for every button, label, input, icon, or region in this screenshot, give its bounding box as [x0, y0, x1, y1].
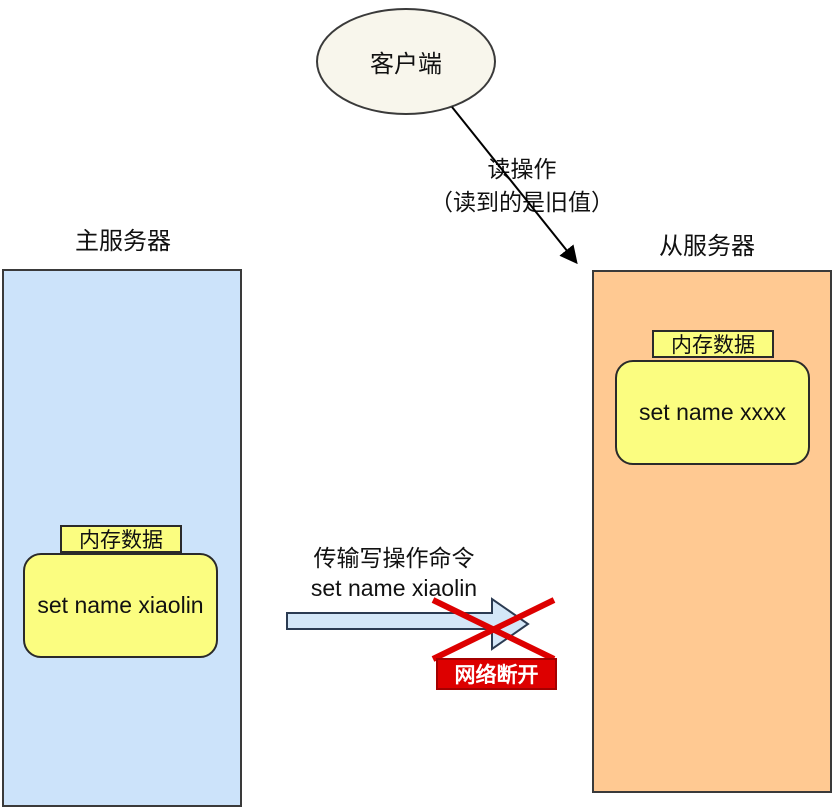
client-label: 客户端: [370, 51, 442, 78]
network-error-label: 网络断开: [454, 664, 539, 687]
transfer-block-arrow: [286, 597, 530, 651]
master-memory-label: 内存数据: [60, 525, 182, 553]
network-cross-line-1: [431, 597, 556, 662]
transfer-command-label: 传输写操作命令 set name xiaolin: [294, 543, 494, 603]
slave-server-title: 从服务器: [659, 233, 755, 260]
master-server-title: 主服务器: [75, 228, 171, 255]
read-operation-label: 读操作 （读到的是旧值）: [427, 153, 617, 219]
network-cross-line-2: [431, 597, 556, 662]
transfer-command-line1: 传输写操作命令: [313, 545, 475, 571]
slave-memory-label: 内存数据: [652, 330, 774, 358]
client-node: 客户端: [316, 8, 496, 115]
slave-command-text: set name xxxx: [639, 399, 786, 425]
transfer-command-line2: set name xiaolin: [310, 575, 478, 601]
slave-memory-box: set name xxxx: [615, 360, 810, 465]
network-error-badge: 网络断开: [436, 658, 557, 690]
read-operation-line2: （读到的是旧值）: [430, 189, 614, 215]
master-command-text: set name xiaolin: [37, 592, 204, 618]
read-operation-line1: 读操作: [487, 156, 557, 182]
master-memory-box: set name xiaolin: [23, 553, 218, 658]
